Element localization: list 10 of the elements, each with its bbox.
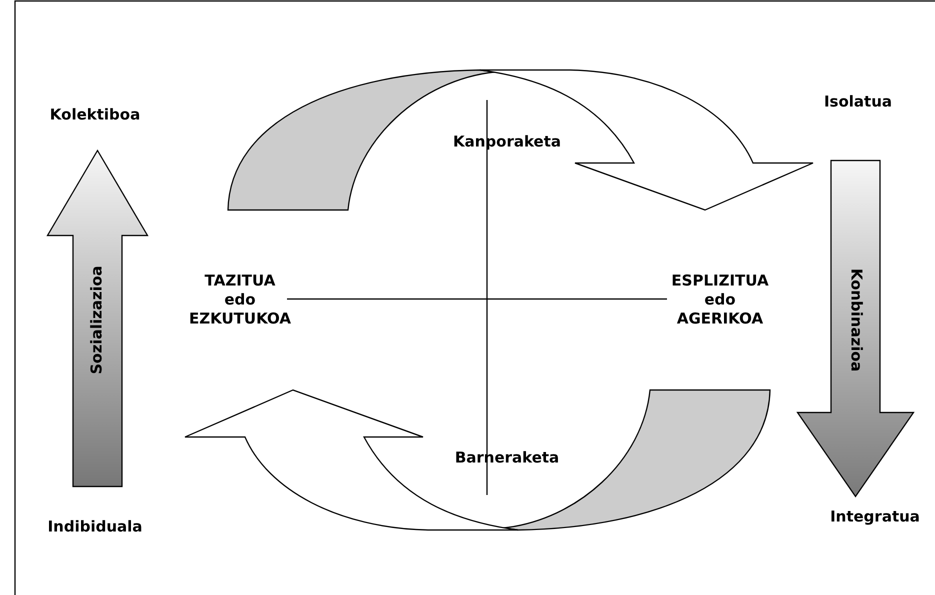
- node-label: Kolektiboa: [50, 106, 140, 124]
- edge-label: Sozializazioa: [88, 266, 106, 374]
- node-label: Indibiduala: [48, 518, 142, 536]
- node-label: Isolatua: [824, 92, 892, 112]
- block-arrow: [46, 149, 149, 488]
- node-label: Integratua: [830, 508, 920, 526]
- node-label: TAZITUA edo EZKUTUKOA: [189, 272, 291, 328]
- edge-label: Konbinazioa: [846, 268, 866, 372]
- node-label: ESPLIZITUA edo AGERIKOA: [671, 272, 769, 328]
- block-arrow: [796, 160, 915, 498]
